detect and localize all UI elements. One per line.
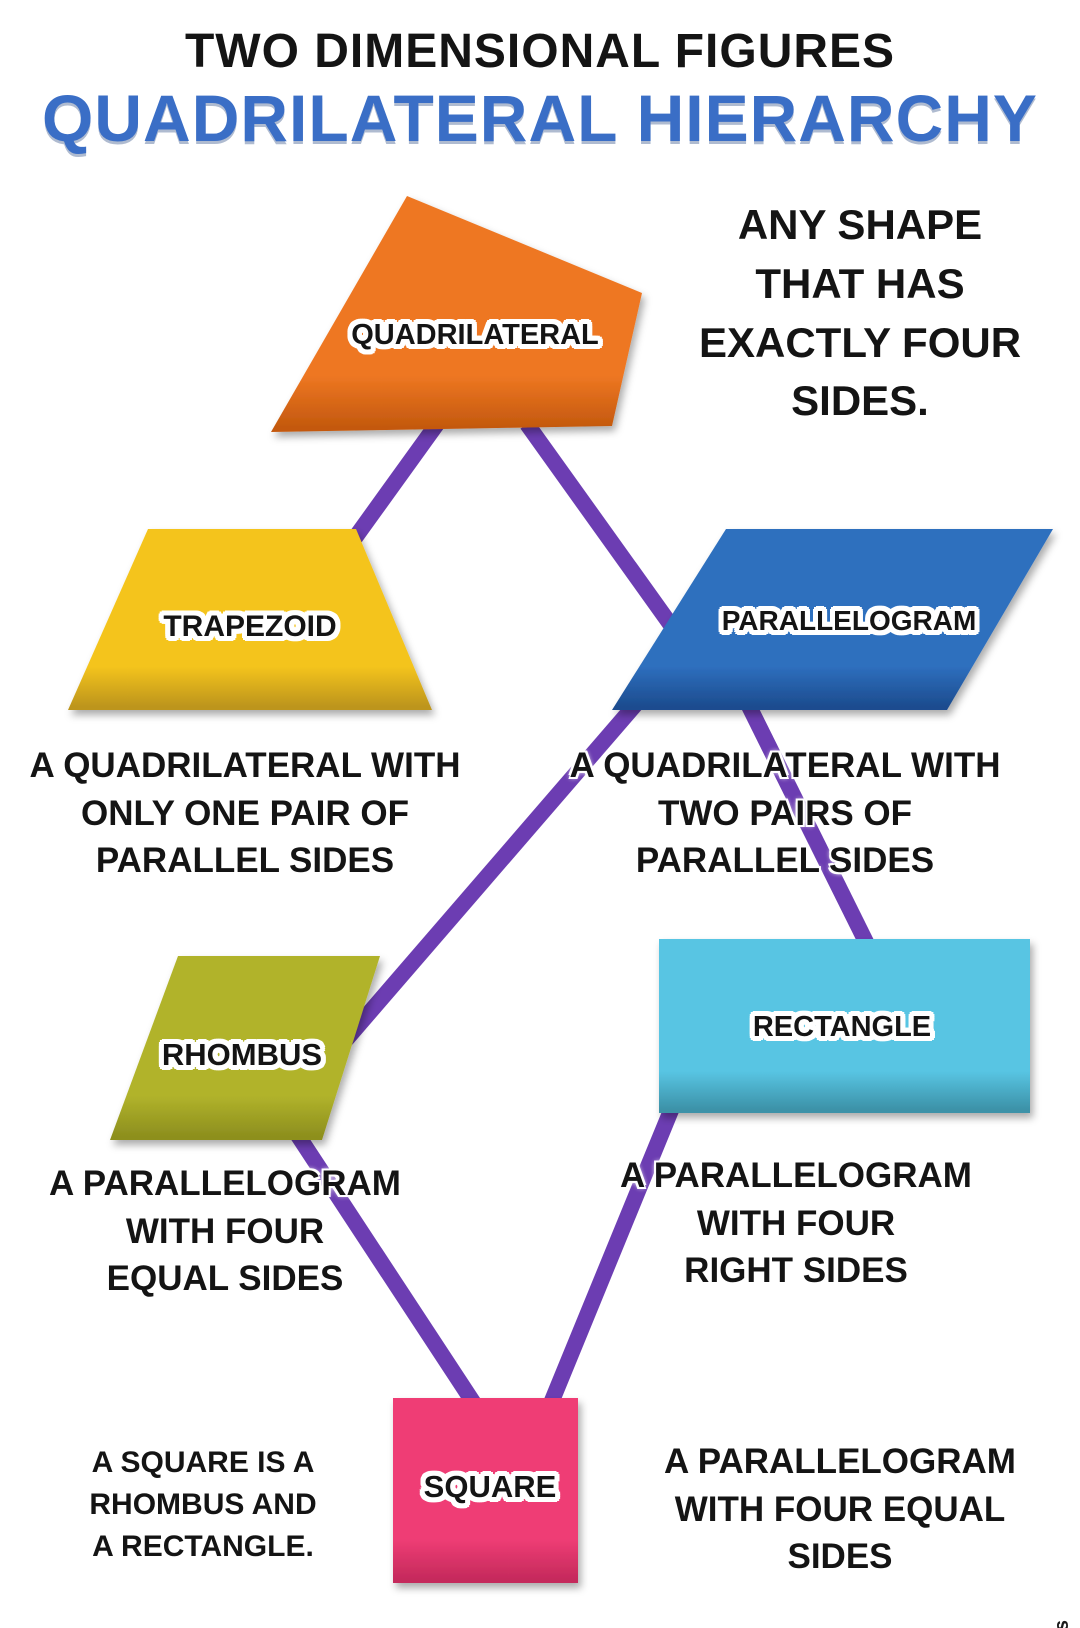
square-note: A SQUARE IS A RHOMBUS AND A RECTANGLE. [89,1446,317,1563]
quadrilateral-shape [271,196,642,432]
rectangle-shape [659,939,1030,1113]
connector-quadrilateral-parallelogram [520,419,685,640]
square-definition: A PARALLELOGRAM WITH FOUR EQUAL SIDES [664,1442,1016,1577]
parallelogram-shape [612,529,1053,710]
connector-quadrilateral-trapezoid [345,419,444,547]
square-label: SQUARE [423,1469,557,1504]
connector-parallelogram-rhombus [337,684,655,1048]
quadrilateral-label: QUADRILATERAL [351,319,599,351]
connector-rectangle-square [541,1104,680,1412]
parallelogram-definition: A QUADRILATERAL WITH TWO PAIRS OF PARALL… [569,746,1001,881]
trapezoid-shape [68,529,432,710]
quadrilateral-definition: ANY SHAPE THAT HAS EXACTLY FOUR SIDES. [698,201,1022,425]
square-shape [393,1398,578,1583]
rectangle-label: RECTANGLE [752,1011,932,1043]
branding-name: Anchor EduCharts [1051,1620,1073,1628]
connector-rhombus-square [290,1129,484,1413]
trapezoid-label: TRAPEZOID [163,610,337,643]
branding: ⚓ | Anchor EduCharts [1048,1620,1074,1628]
connector-parallelogram-rectangle [733,686,877,952]
poster-subtitle: TWO DIMENSIONAL FIGURES [184,25,896,78]
rhombus-label: RHOMBUS [161,1037,323,1072]
trapezoid-definition: A QUADRILATERAL WITH ONLY ONE PAIR OF PA… [29,746,461,881]
rhombus-shape [110,956,380,1140]
rectangle-definition: A PARALLELOGRAM WITH FOUR RIGHT SIDES [620,1156,972,1291]
parallelogram-label: PARALLELOGRAM [721,605,977,636]
rhombus-definition: A PARALLELOGRAM WITH FOUR EQUAL SIDES [49,1164,401,1299]
poster-title: QUADRILATERAL HIERARCHY [42,81,1038,155]
